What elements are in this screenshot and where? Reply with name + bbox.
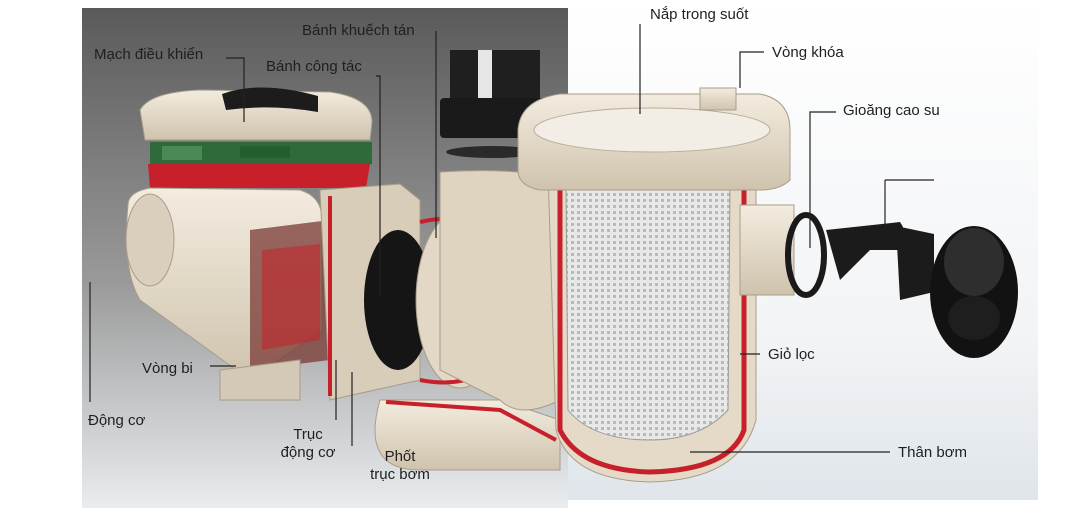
lid xyxy=(517,87,791,191)
label-shaft-seal: Phốt trục bơm xyxy=(360,448,440,484)
motor xyxy=(125,187,330,401)
control-board xyxy=(139,87,373,188)
label-shaft-seal-line1: Phốt xyxy=(384,448,416,465)
label-control-board: Mạch điều khiển xyxy=(94,46,204,63)
label-bearing: Vòng bi xyxy=(142,360,193,377)
label-rubber-gasket: Gioăng cao su xyxy=(843,102,940,119)
label-impeller: Bánh công tác xyxy=(266,58,362,75)
label-transparent-lid: Nắp trong suốt xyxy=(650,6,749,23)
label-filter-basket: Giỏ lọc xyxy=(768,346,815,363)
label-shaft-seal-line2: trục bơm xyxy=(370,466,430,483)
gasket-outlet xyxy=(785,212,1018,358)
leader-lines xyxy=(89,24,934,453)
label-diffuser: Bánh khuếch tán xyxy=(302,22,415,39)
label-motor: Động cơ xyxy=(88,412,146,429)
label-motor-shaft: Trục động cơ xyxy=(266,426,350,462)
label-pump-body: Thân bơm xyxy=(898,444,968,461)
filter-basket xyxy=(565,184,731,441)
label-motor-shaft-line2: động cơ xyxy=(280,444,336,461)
label-lock-ring: Vòng khóa xyxy=(772,44,844,61)
label-motor-shaft-line1: Trục xyxy=(293,426,323,443)
